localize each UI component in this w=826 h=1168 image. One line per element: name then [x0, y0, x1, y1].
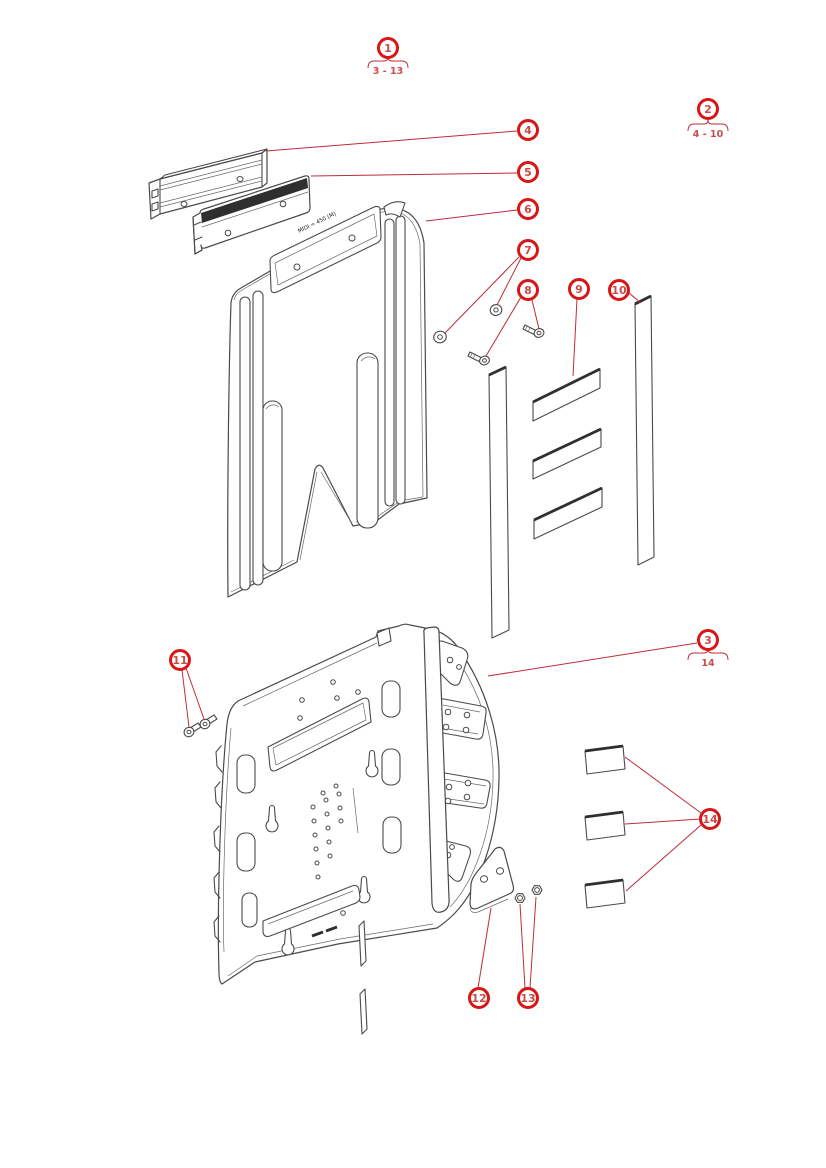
keyhole-slot: [265, 804, 279, 833]
keyhole-slot: [365, 749, 379, 778]
callout-7: 7: [517, 239, 539, 261]
callout-number: 9: [575, 282, 583, 296]
callout-6: 6: [517, 198, 539, 220]
shell-rib: [356, 352, 379, 529]
thin-blade: [359, 988, 368, 1035]
callout-13: 13: [517, 987, 539, 1009]
corner-wedge: [383, 201, 406, 218]
leader-lines: [181, 130, 702, 989]
callout-5: 5: [517, 161, 539, 183]
callout-number: 3: [704, 633, 712, 647]
shell-top-recess: [269, 205, 382, 294]
callout-number: 11: [172, 653, 188, 667]
rail-part-4: [148, 148, 268, 220]
pan-recess-slot: [267, 697, 372, 772]
nuts-part-13: [514, 885, 543, 903]
shell-rib: [262, 400, 283, 572]
callout-3: 3: [697, 629, 719, 651]
callout-11: 11: [169, 649, 191, 671]
callout-9: 9: [568, 278, 590, 300]
callout-number: 8: [524, 283, 532, 297]
callout-number: 14: [702, 812, 718, 826]
mounting-plate-part-5: [192, 175, 311, 255]
screws-part-11: [183, 714, 218, 738]
callout-1: 1: [377, 37, 399, 59]
vent-hole-grid: [310, 783, 344, 880]
callout-number: 7: [524, 243, 532, 257]
callout-2: 2: [697, 98, 719, 120]
callout-2-range: 4 - 10: [692, 129, 724, 140]
velcro-strips-part-9: [488, 365, 603, 639]
callout-8: 8: [517, 279, 539, 301]
screws-part-8: [467, 324, 545, 366]
callout-number: 10: [611, 283, 627, 297]
callout-number: 2: [704, 102, 712, 116]
callout-4: 4: [517, 119, 539, 141]
callout-number: 12: [471, 991, 487, 1005]
callout-14: 14: [699, 808, 721, 830]
washers-part-7: [433, 304, 503, 344]
callout-number: 6: [524, 202, 532, 216]
callout-3-range: 14: [701, 658, 715, 669]
callout-12: 12: [468, 987, 490, 1009]
callout-number: 5: [524, 165, 532, 179]
backrest-pan-part-3: [213, 623, 500, 1035]
velcro-strip-part-10: [634, 294, 655, 566]
bracket-plate-part-12: [469, 846, 515, 913]
pan-vertical-strap: [423, 626, 450, 913]
callout-number: 1: [384, 41, 392, 55]
callout-10: 10: [608, 279, 630, 301]
handle-recess: [262, 884, 361, 938]
velcro-pads-part-14: [584, 744, 626, 909]
callout-1-range: 3 - 13: [372, 66, 404, 77]
callout-number: 4: [524, 123, 532, 137]
backrest-shell-part-6: MIDI = 450 (M): [227, 201, 428, 598]
callout-number: 13: [520, 991, 536, 1005]
thin-blade: [358, 920, 367, 967]
